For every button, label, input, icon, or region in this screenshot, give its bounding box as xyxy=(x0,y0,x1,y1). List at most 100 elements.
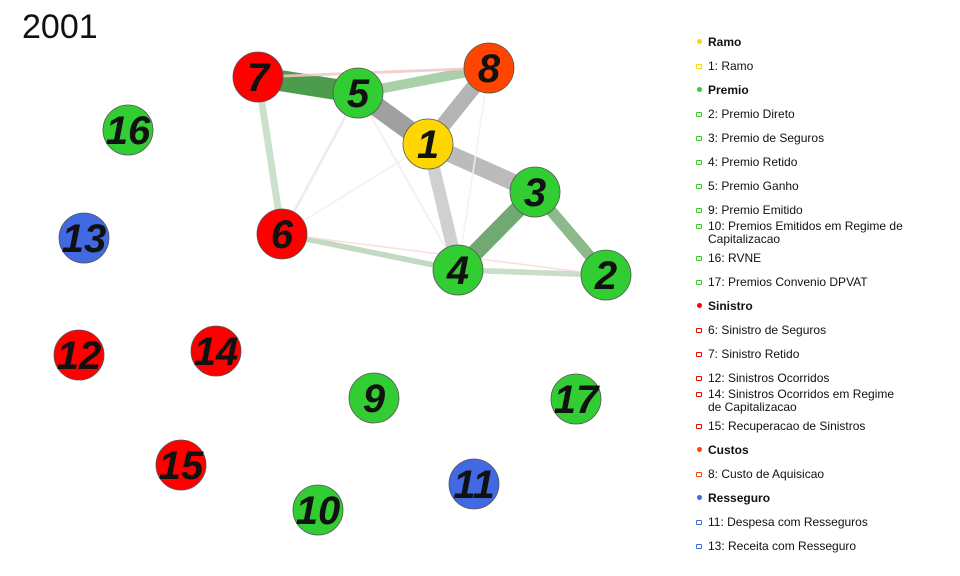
node-circle xyxy=(432,244,484,296)
node-10[interactable]: 10 xyxy=(292,484,344,536)
legend-item: 4: Premio Retido xyxy=(694,156,908,169)
legend-square-icon xyxy=(694,279,704,285)
node-label: 6 xyxy=(271,213,294,257)
legend-item: 2: Premio Direto xyxy=(694,108,908,121)
node-circle xyxy=(332,67,384,119)
legend-label: 11: Despesa com Resseguros xyxy=(708,515,868,529)
edge-7-8 xyxy=(257,66,490,79)
node-6[interactable]: 6 xyxy=(256,208,308,260)
legend-square-icon xyxy=(694,327,704,333)
legend-square-icon xyxy=(694,543,704,549)
legend-label: 17: Premios Convenio DPVAT xyxy=(708,275,868,289)
legend-label: 10: Premios Emitidos em Regime de Capita… xyxy=(708,219,903,246)
legend-item: 8: Custo de Aquisicao xyxy=(694,468,908,481)
legend-label: 14: Sinistros Ocorridos em Regime de Cap… xyxy=(708,387,895,414)
legend-square-icon xyxy=(694,471,704,477)
legend-square-icon xyxy=(694,391,704,397)
node-15[interactable]: 15 xyxy=(155,439,207,491)
node-7[interactable]: 7 xyxy=(232,51,284,103)
node-label: 5 xyxy=(347,72,370,116)
legend-square-icon xyxy=(694,135,704,141)
edge-layer xyxy=(254,63,611,279)
node-2[interactable]: 2 xyxy=(580,249,632,301)
node-circle xyxy=(463,42,515,94)
legend-item: 7: Sinistro Retido xyxy=(694,348,908,361)
legend-item: 1: Ramo xyxy=(694,60,908,73)
legend-item: 11: Despesa com Resseguros xyxy=(694,516,908,529)
node-label: 1 xyxy=(417,123,439,167)
node-circle xyxy=(550,373,602,425)
node-8[interactable]: 8 xyxy=(463,42,515,94)
legend-item: 14: Sinistros Ocorridos em Regime de Cap… xyxy=(694,388,908,414)
node-label: 16 xyxy=(106,109,151,153)
node-9[interactable]: 9 xyxy=(348,372,400,424)
legend-label: 13: Receita com Resseguro xyxy=(708,539,857,553)
legend-item: 15: Recuperacao de Sinistros xyxy=(694,420,908,433)
legend-square-icon xyxy=(694,255,704,261)
node-label: 2 xyxy=(594,254,617,298)
node-label: 15 xyxy=(159,444,204,488)
legend-label: 3: Premio de Seguros xyxy=(708,131,825,145)
node-circle xyxy=(232,51,284,103)
node-circle xyxy=(256,208,308,260)
node-circle xyxy=(448,458,500,510)
legend-square-icon xyxy=(694,519,704,525)
legend-label: 15: Recuperacao de Sinistros xyxy=(708,419,866,433)
chart-title: 2001 xyxy=(22,8,98,46)
legend-item: 16: RVNE xyxy=(694,252,908,265)
legend-label: 2: Premio Direto xyxy=(708,107,795,121)
legend-label: 8: Custo de Aquisicao xyxy=(708,467,825,481)
legend-label: Sinistro xyxy=(708,299,753,313)
node-circle xyxy=(102,104,154,156)
node-16[interactable]: 16 xyxy=(102,104,154,156)
edge-5-4 xyxy=(357,92,459,271)
node-label: 9 xyxy=(363,377,386,421)
node-11[interactable]: 11 xyxy=(448,458,500,510)
legend-dot-icon xyxy=(694,447,704,452)
node-circle xyxy=(58,212,110,264)
node-label: 4 xyxy=(446,249,469,293)
legend-group: Sinistro xyxy=(694,300,908,313)
legend-dot-icon xyxy=(694,303,704,308)
legend-label: Resseguro xyxy=(708,491,771,505)
edge-7-6 xyxy=(254,76,286,235)
edge-6-1 xyxy=(281,143,429,235)
legend-item: 5: Premio Ganho xyxy=(694,180,908,193)
legend-label: 16: RVNE xyxy=(708,251,762,265)
legend-label: 9: Premio Emitido xyxy=(708,203,803,217)
legend-group: Resseguro xyxy=(694,492,908,505)
legend-item: 10: Premios Emitidos em Regime de Capita… xyxy=(694,220,908,246)
edge-8-4 xyxy=(457,67,490,271)
legend-square-icon xyxy=(694,111,704,117)
node-5[interactable]: 5 xyxy=(332,67,384,119)
node-circle xyxy=(292,484,344,536)
legend-label: 7: Sinistro Retido xyxy=(708,347,800,361)
legend-group: Custos xyxy=(694,444,908,457)
node-circle xyxy=(53,329,105,381)
node-circle xyxy=(509,166,561,218)
legend-square-icon xyxy=(694,223,704,229)
legend-item: 3: Premio de Seguros xyxy=(694,132,908,145)
node-circle xyxy=(155,439,207,491)
node-1[interactable]: 1 xyxy=(402,118,454,170)
node-circle xyxy=(190,325,242,377)
node-3[interactable]: 3 xyxy=(509,166,561,218)
legend-label: Custos xyxy=(708,443,749,457)
legend-square-icon xyxy=(694,63,704,69)
node-12[interactable]: 12 xyxy=(53,329,105,381)
node-13[interactable]: 13 xyxy=(58,212,110,264)
node-circle xyxy=(348,372,400,424)
legend-square-icon xyxy=(694,207,704,213)
node-17[interactable]: 17 xyxy=(550,373,602,425)
node-label: 3 xyxy=(524,171,546,215)
legend-square-icon xyxy=(694,423,704,429)
legend-label: 12: Sinistros Ocorridos xyxy=(708,371,830,385)
node-14[interactable]: 14 xyxy=(190,325,242,377)
node-label: 12 xyxy=(57,334,102,378)
node-circle xyxy=(402,118,454,170)
legend-label: Premio xyxy=(708,83,749,97)
node-4[interactable]: 4 xyxy=(432,244,484,296)
legend-label: 5: Premio Ganho xyxy=(708,179,799,193)
